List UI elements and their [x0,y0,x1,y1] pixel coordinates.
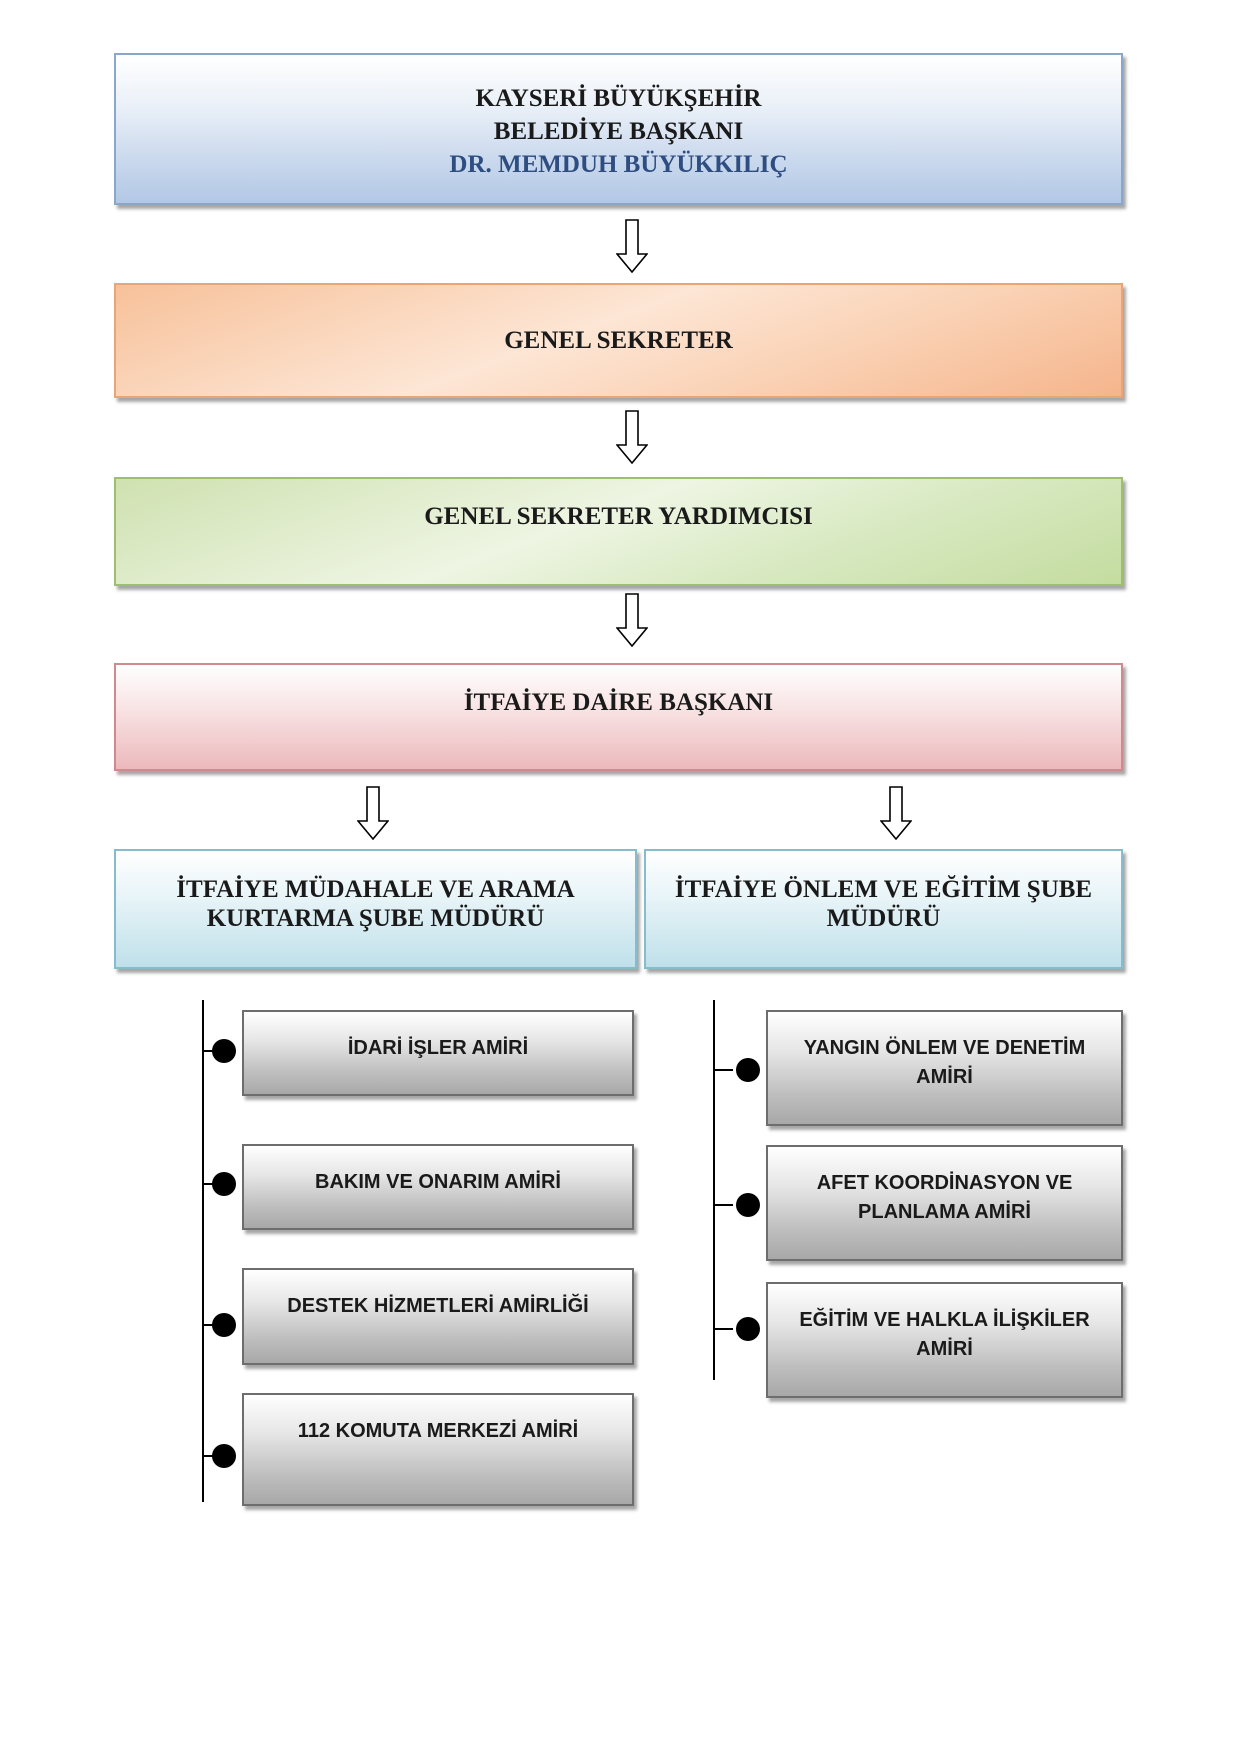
connector-tick [713,1069,733,1071]
general-secretary-label: GENEL SEKRETER [504,326,733,354]
unit-label: BAKIM VE ONARIM AMİRİ [315,1171,561,1193]
department-head-label: İTFAİYE DAİRE BAŞKANI [463,689,774,716]
connector-tick [713,1328,733,1330]
unit-box: EĞİTİM VE HALKLA İLİŞKİLER AMİRİ [766,1282,1123,1398]
unit-box: BAKIM VE ONARIM AMİRİ [242,1144,634,1230]
branch-title-line2: MÜDÜRÜ [826,905,941,932]
unit-label: 112 KOMUTA MERKEZİ AMİRİ [297,1420,579,1442]
branch-title-line2: KURTARMA ŞUBE MÜDÜRÜ [206,905,545,932]
mayor-box: KAYSERİ BÜYÜKŞEHİR BELEDİYE BAŞKANI DR. … [114,53,1123,205]
unit-label: DESTEK HİZMETLERİ AMİRLİĞİ [287,1295,589,1317]
unit-box: İDARİ İŞLER AMİRİ [242,1010,634,1096]
unit-box: DESTEK HİZMETLERİ AMİRLİĞİ [242,1268,634,1365]
down-arrow-icon [880,786,912,840]
unit-label-line2: AMİRİ [916,1066,973,1088]
mayor-title-line1: KAYSERİ BÜYÜKŞEHİR [475,84,762,112]
unit-box: AFET KOORDİNASYON VE PLANLAMA AMİRİ [766,1145,1123,1261]
unit-box: 112 KOMUTA MERKEZİ AMİRİ [242,1393,634,1506]
down-arrow-icon [616,410,648,464]
branch-title-line1: İTFAİYE ÖNLEM VE EĞİTİM ŞUBE [674,876,1093,903]
department-head-box: İTFAİYE DAİRE BAŞKANI [114,663,1123,771]
branch-box-prevention: İTFAİYE ÖNLEM VE EĞİTİM ŞUBE MÜDÜRÜ [644,849,1123,969]
connector-dot [212,1444,236,1468]
deputy-general-secretary-label: GENEL SEKRETER YARDIMCISI [424,503,813,530]
unit-label-line1: AFET KOORDİNASYON VE [816,1172,1073,1194]
down-arrow-icon [616,219,648,273]
connector-dot [736,1193,760,1217]
connector-dot [212,1313,236,1337]
general-secretary-box: GENEL SEKRETER [114,283,1123,398]
left-connector-line [202,1000,204,1502]
connector-tick [713,1204,733,1206]
deputy-general-secretary-box: GENEL SEKRETER YARDIMCISI [114,477,1123,586]
branch-title-line1: İTFAİYE MÜDAHALE VE ARAMA [176,876,575,903]
connector-dot [212,1039,236,1063]
connector-dot [736,1058,760,1082]
unit-label-line2: PLANLAMA AMİRİ [858,1201,1031,1223]
unit-box: YANGIN ÖNLEM VE DENETİM AMİRİ [766,1010,1123,1126]
connector-dot [212,1172,236,1196]
right-connector-line [713,1000,715,1380]
connector-dot [736,1317,760,1341]
unit-label-line2: AMİRİ [916,1338,973,1360]
branch-box-response: İTFAİYE MÜDAHALE VE ARAMA KURTARMA ŞUBE … [114,849,637,969]
unit-label: İDARİ İŞLER AMİRİ [347,1037,529,1059]
mayor-title-line2: BELEDİYE BAŞKANI [493,117,744,145]
down-arrow-icon [357,786,389,840]
mayor-name: DR. MEMDUH BÜYÜKKILIÇ [449,150,788,178]
down-arrow-icon [616,593,648,647]
unit-label-line1: YANGIN ÖNLEM VE DENETİM [803,1037,1086,1059]
unit-label-line1: EĞİTİM VE HALKLA İLİŞKİLER [799,1309,1090,1331]
